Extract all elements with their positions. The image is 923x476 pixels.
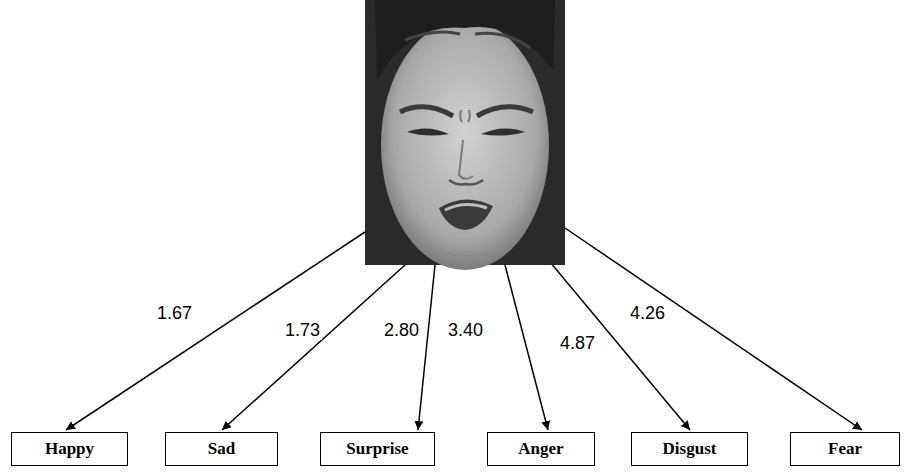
arrow-line xyxy=(418,265,435,430)
emotion-label: Disgust xyxy=(663,439,717,459)
emotion-box: Anger xyxy=(487,432,595,466)
arrow-line xyxy=(222,265,405,430)
emotion-box: Happy xyxy=(11,432,128,466)
emotion-box: Sad xyxy=(165,432,278,466)
emotion-label: Fear xyxy=(828,439,862,459)
emotion-label: Sad xyxy=(208,439,235,459)
distance-label-holder: 1.67 xyxy=(155,303,194,324)
distance-value: 3.40 xyxy=(446,320,485,340)
distance-label-holder: 4.87 xyxy=(558,333,597,354)
arrow-line xyxy=(505,265,548,430)
distance-label-holder: 2.80 xyxy=(382,320,421,341)
distance-value: 4.26 xyxy=(628,303,667,323)
distance-value: 4.87 xyxy=(558,333,597,353)
distance-value: 1.73 xyxy=(283,320,322,340)
face-photo xyxy=(365,0,565,270)
emotion-label: Happy xyxy=(45,439,94,459)
distance-label-holder: 4.26 xyxy=(628,303,667,324)
emotion-label: Anger xyxy=(518,439,563,459)
distance-label-holder: 3.40 xyxy=(446,320,485,341)
emotion-box: Fear xyxy=(790,432,900,466)
emotion-box: Disgust xyxy=(631,432,748,466)
distance-value: 2.80 xyxy=(382,320,421,340)
arrow-line xyxy=(565,228,862,430)
distance-label-holder: 1.73 xyxy=(283,320,322,341)
arrow-line xyxy=(66,232,365,430)
emotion-label: Surprise xyxy=(346,439,408,459)
emotion-box: Surprise xyxy=(320,432,435,466)
distance-value: 1.67 xyxy=(155,303,194,323)
arrow-line xyxy=(540,250,690,430)
